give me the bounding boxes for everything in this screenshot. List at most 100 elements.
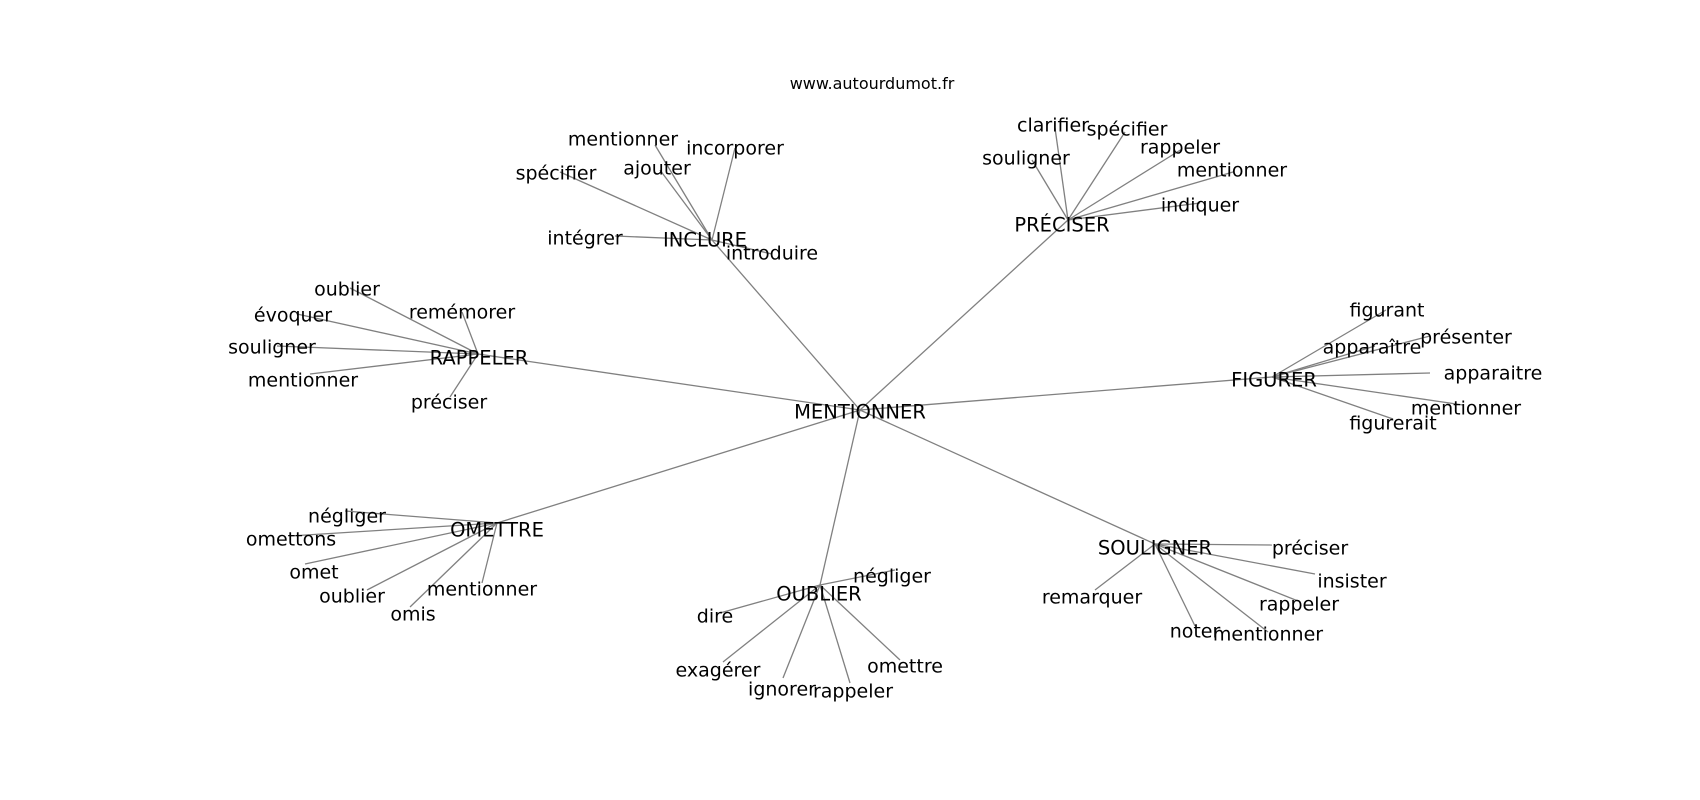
edge-souligner-1 [1154,543,1316,575]
leaf-node-figurer-3[interactable]: apparaitre [1444,363,1543,385]
site-url[interactable]: www.autourdumot.fr [790,74,955,93]
leaf-node-oublier-1[interactable]: dire [697,606,733,628]
edge-figurer-3 [1271,372,1431,378]
leaf-node-souligner-0[interactable]: préciser [1272,538,1348,560]
graph-edges [276,127,1464,684]
edge-oublier-1 [719,584,821,614]
edge-center-oublier [819,409,861,586]
edge-oublier-4 [819,584,851,684]
edge-center-figurer [859,376,1273,411]
leaf-node-préciser-2[interactable]: souligner [982,148,1070,170]
leaf-node-souligner-2[interactable]: remarquer [1042,587,1143,609]
hub-node-oublier[interactable]: OUBLIER [776,583,861,606]
hub-node-omettre[interactable]: OMETTRE [450,519,544,542]
edge-préciser-3 [1067,148,1183,221]
edge-inclure-3 [559,171,713,241]
leaf-node-préciser-0[interactable]: clarifier [1017,115,1089,137]
leaf-node-figurer-2[interactable]: apparaître [1323,337,1422,359]
leaf-node-inclure-0[interactable]: mentionner [568,129,678,151]
edge-préciser-5 [1067,202,1201,221]
edge-souligner-5 [1154,543,1269,633]
leaf-node-inclure-1[interactable]: incorporer [686,138,784,160]
edge-center-rappeler [477,353,861,411]
hub-node-inclure[interactable]: INCLURE [663,229,747,252]
edge-rappeler-0 [349,287,479,355]
edge-rappeler-4 [309,353,479,375]
leaf-node-souligner-1[interactable]: insister [1317,571,1387,593]
leaf-node-souligner-5[interactable]: mentionner [1213,624,1323,646]
hub-node-figurer[interactable]: FIGURER [1231,369,1317,392]
edge-souligner-2 [1094,543,1156,591]
edge-inclure-4 [614,235,713,241]
edge-rappeler-3 [276,345,479,355]
edge-souligner-0 [1154,543,1273,546]
leaf-node-omettre-3[interactable]: oublier [319,586,385,608]
leaf-node-souligner-4[interactable]: noter [1170,621,1221,643]
leaf-node-inclure-3[interactable]: spécifier [516,163,597,185]
leaf-node-omettre-0[interactable]: négliger [308,506,386,528]
edge-omettre-4 [409,522,498,608]
edge-souligner-4 [1154,543,1196,627]
leaf-node-rappeler-3[interactable]: souligner [228,337,316,359]
hub-node-rappeler[interactable]: RAPPELER [430,347,529,370]
edge-oublier-3 [782,584,821,679]
edge-omettre-3 [366,522,498,591]
edge-préciser-4 [1067,171,1234,221]
edge-rappeler-5 [449,353,479,398]
leaf-node-oublier-5[interactable]: omettre [867,656,943,678]
leaf-node-omettre-5[interactable]: mentionner [427,579,537,601]
leaf-node-omettre-2[interactable]: omet [289,562,338,584]
leaf-node-rappeler-5[interactable]: préciser [411,392,487,414]
leaf-node-préciser-5[interactable]: indiquer [1161,195,1239,217]
leaf-node-préciser-4[interactable]: mentionner [1177,160,1287,182]
leaf-node-oublier-3[interactable]: ignorer [748,679,816,701]
leaf-node-figurer-1[interactable]: présenter [1420,327,1512,349]
leaf-node-inclure-4[interactable]: intégrer [547,228,623,250]
edge-inclure-0 [654,144,713,241]
edge-omettre-0 [344,510,498,524]
edge-oublier-5 [819,584,901,661]
hub-node-préciser[interactable]: PRÉCISER [1014,214,1109,237]
edge-rappeler-2 [296,313,479,355]
edge-center-inclure [711,239,861,411]
edge-figurer-2 [1271,345,1376,378]
leaf-node-figurer-0[interactable]: figurant [1349,300,1424,322]
leaf-node-figurer-4[interactable]: mentionner [1411,398,1521,420]
leaf-node-préciser-3[interactable]: rappeler [1140,137,1220,159]
leaf-node-omettre-4[interactable]: omis [390,604,435,626]
leaf-node-souligner-3[interactable]: rappeler [1259,594,1339,616]
leaf-node-inclure-5[interactable]: introduire [726,243,818,265]
leaf-node-oublier-0[interactable]: négliger [853,566,931,588]
edge-figurer-1 [1271,335,1431,378]
edge-omettre-2 [304,522,498,565]
leaf-node-rappeler-2[interactable]: évoquer [254,305,332,327]
edge-préciser-2 [1031,159,1069,221]
leaf-node-omettre-1[interactable]: omettons [246,529,336,551]
leaf-node-oublier-2[interactable]: exagérer [676,660,761,682]
edge-center-omettre [496,409,861,524]
leaf-node-figurer-5[interactable]: figurerait [1349,413,1436,435]
edge-figurer-4 [1271,376,1464,406]
leaf-node-préciser-1[interactable]: spécifier [1087,119,1168,141]
edge-figurer-0 [1271,309,1387,378]
edge-rappeler-1 [461,311,479,355]
leaf-node-inclure-2[interactable]: ajouter [623,158,691,180]
edge-oublier-2 [722,584,821,663]
edge-oublier-0 [819,569,896,586]
edge-inclure-2 [659,169,713,241]
graph-labels: www.autourdumot.fr MENTIONNER INCLURE ment… [228,74,1542,703]
leaf-node-rappeler-0[interactable]: oublier [314,279,380,301]
edge-omettre-1 [289,522,498,537]
leaf-node-oublier-4[interactable]: rappeler [813,681,893,703]
edge-inclure-5 [711,239,773,255]
edge-préciser-1 [1067,131,1126,221]
edge-préciser-0 [1054,127,1069,221]
leaf-node-rappeler-1[interactable]: remémorer [409,302,515,324]
center-node-label[interactable]: MENTIONNER [794,401,926,424]
edge-souligner-3 [1154,543,1299,602]
hub-node-souligner[interactable]: SOULIGNER [1098,537,1212,560]
edge-center-souligner [859,409,1156,545]
edge-inclure-1 [711,147,736,241]
leaf-node-rappeler-4[interactable]: mentionner [248,370,358,392]
